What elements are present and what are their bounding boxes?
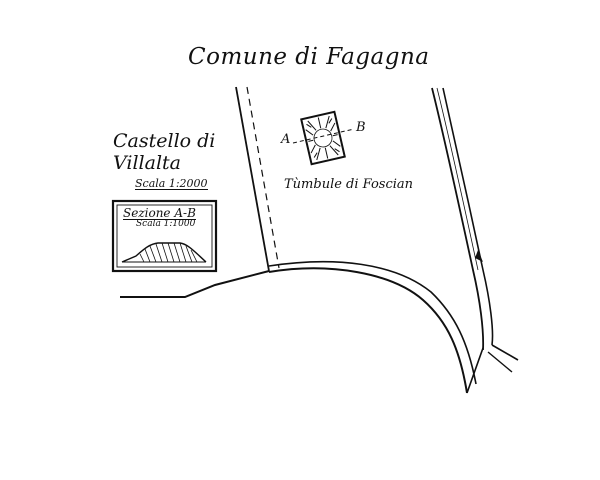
section-point-a: A	[281, 132, 291, 147]
road-arrow-mark	[475, 250, 483, 262]
plot-west-edge-dashed	[246, 86, 280, 269]
castle-label-line1: Castello di	[113, 130, 216, 152]
section-point-b: B	[356, 120, 366, 135]
curved-road-outer	[268, 267, 468, 394]
east-road-center	[436, 87, 479, 271]
castle-label-line2: Villalta	[113, 152, 181, 174]
east-road-west-edge	[431, 87, 485, 351]
section-scale-label: Scala 1:1000	[136, 219, 196, 229]
map-title: Comune di Fagagna	[188, 44, 430, 70]
west-boundary-line	[120, 270, 270, 298]
section-line-a-b	[292, 128, 355, 144]
junction-branch-se	[491, 344, 519, 361]
tumulus-symbol	[300, 110, 346, 166]
section-hatching	[139, 242, 198, 263]
section-profile	[121, 242, 207, 263]
junction-branch-s	[487, 351, 513, 373]
plot-west-edge-solid	[235, 86, 270, 272]
section-inset	[111, 199, 218, 273]
castle-scale-label: Scala 1:2000	[135, 177, 208, 190]
tumulus-label: Tùmbule di Foscian	[284, 177, 414, 192]
curved-road-inner	[268, 260, 477, 385]
east-road-east-edge	[442, 87, 494, 346]
section-title: Sezione A-B	[123, 206, 196, 220]
junction-branch-sw	[466, 347, 484, 394]
